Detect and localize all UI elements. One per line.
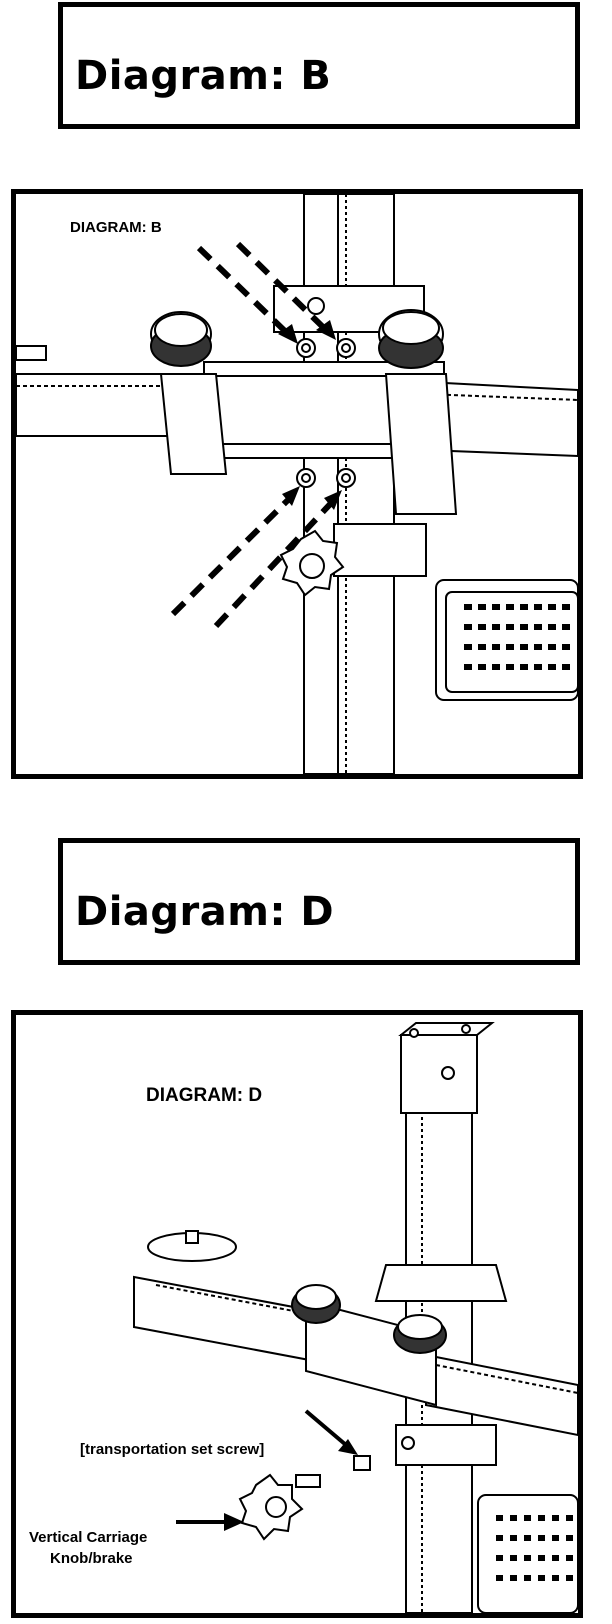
- transportation-set-screw-label: [transportation set screw]: [80, 1441, 265, 1458]
- diagram-b-panel: DIAGRAM: B: [11, 189, 583, 779]
- diagram-b-illustration: [16, 194, 578, 774]
- set-screw: [353, 1455, 371, 1471]
- basket-holes: [496, 1515, 573, 1581]
- diagram-d-label: DIAGRAM: D: [146, 1085, 263, 1106]
- knurled-knobs: [150, 309, 444, 369]
- diagram-b-label: DIAGRAM: B: [70, 219, 162, 236]
- diagram-b-title: Diagram: B: [75, 53, 332, 99]
- dashed-arrows: [170, 241, 337, 629]
- diagram-d-title: Diagram: D: [75, 889, 335, 935]
- callout-arrows: [176, 1409, 348, 1524]
- diagram-d-illustration: [133, 1022, 578, 1613]
- right-clamp: [384, 373, 458, 515]
- knurled-knobs: [291, 1284, 447, 1354]
- lower-bracket: [333, 523, 427, 577]
- left-rail: [16, 373, 177, 437]
- basket: [435, 579, 578, 701]
- vertical-carriage-knob-label: Vertical Carriage: [29, 1529, 148, 1546]
- diagram-b-title-box: Diagram: B: [58, 2, 580, 129]
- left-clamp: [159, 373, 228, 475]
- arrow-heads: [224, 1439, 358, 1531]
- diagram-d-panel: DIAGRAM: D [transportation set screw] Ve…: [11, 1010, 583, 1618]
- star-knob: [279, 529, 345, 597]
- basket-holes: [464, 604, 570, 670]
- diagram-d-title-box: Diagram: D: [58, 838, 580, 965]
- arrow-heads: [278, 320, 342, 510]
- mid-collar: [374, 1264, 508, 1302]
- vertical-carriage-knob-label-line2: Knob/brake: [50, 1550, 133, 1567]
- top-cap: [400, 1034, 478, 1114]
- basket: [477, 1494, 578, 1613]
